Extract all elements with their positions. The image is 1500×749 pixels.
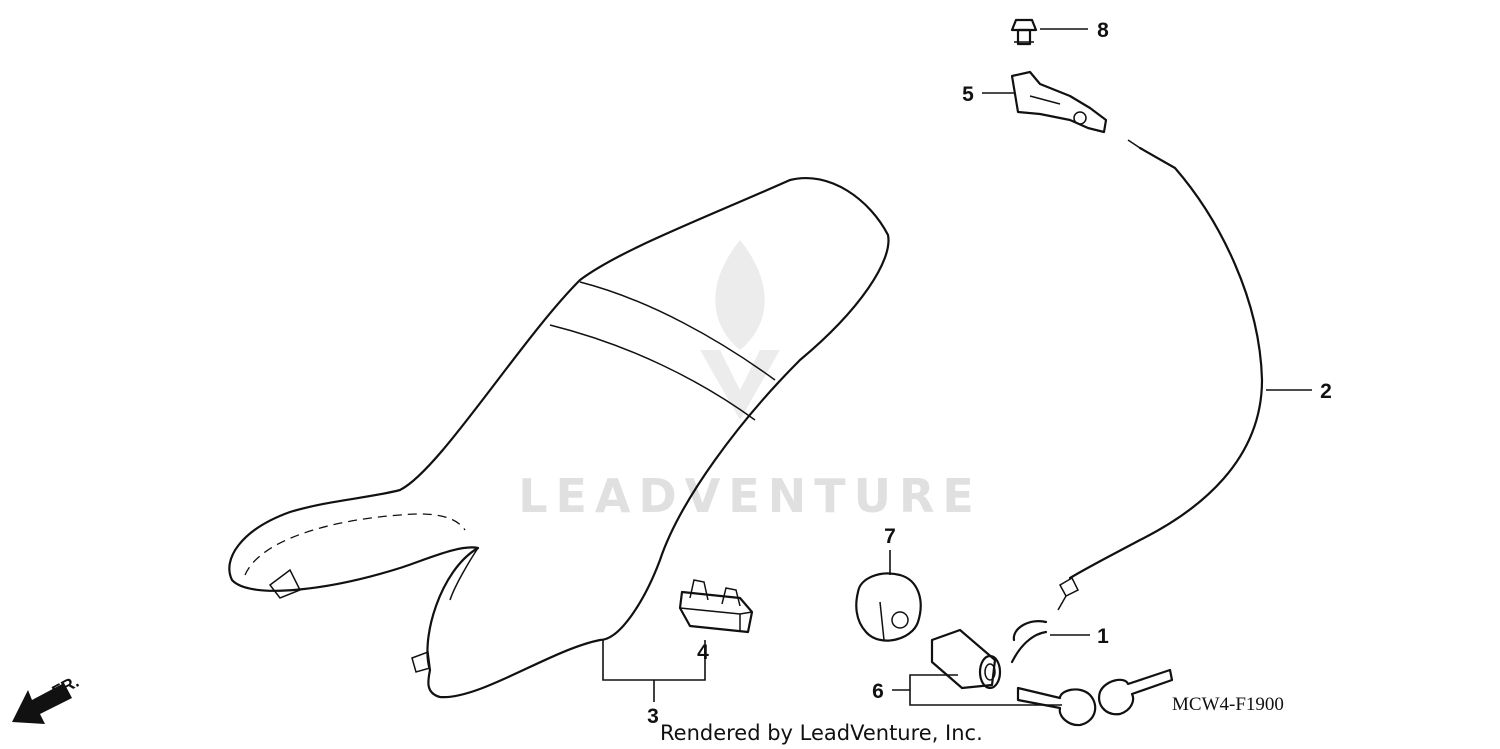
callout-5: 5 [962,83,974,106]
callout-7: 7 [884,525,896,548]
bolt-part [1010,18,1038,46]
cushion-part [678,579,754,634]
front-arrow-icon: FR. [12,672,82,724]
watermark-flame-icon [700,240,780,420]
cable-part [1057,139,1264,611]
callout-3: 3 [647,705,659,728]
callout-4: 4 [697,641,709,664]
callout-1: 1 [1097,625,1109,648]
lock-cylinder-part [930,628,1002,690]
watermark-text: LEADVENTURE [518,469,982,523]
credit-text: Rendered by LeadVenture, Inc. [660,721,983,745]
lock-cover-part [855,572,922,642]
seat [228,177,890,699]
keys [1016,668,1174,727]
callout-6: 6 [872,680,884,703]
diagram-code: MCW4-F1900 [1172,694,1284,715]
clip-part [1010,620,1048,664]
latch-part [1010,70,1108,134]
callout-2: 2 [1320,380,1332,403]
leader-lines [602,28,1312,706]
watermark: LEADVENTURE [518,240,982,523]
callout-8: 8 [1097,19,1109,42]
